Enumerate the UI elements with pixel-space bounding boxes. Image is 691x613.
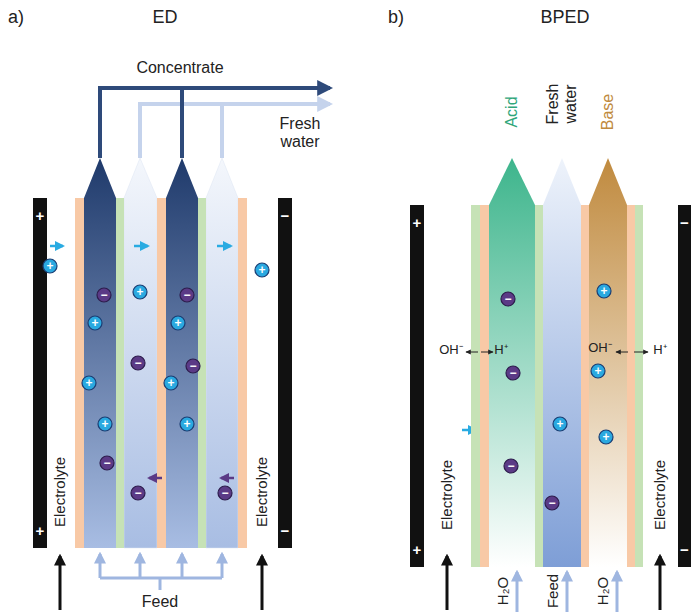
ion-label: H⁺ <box>653 343 666 357</box>
electrode: ++ <box>33 198 47 548</box>
cation: + <box>598 429 614 445</box>
polarity-sign: − <box>680 215 689 230</box>
outlet-label: Fresh water <box>270 115 330 150</box>
product-label: Fresh water <box>544 79 579 129</box>
electrode: ++ <box>410 205 424 567</box>
ion: − <box>96 287 112 303</box>
ion: − <box>544 495 560 511</box>
inlet-label: H₂O <box>595 577 612 605</box>
polarity-sign: − <box>281 523 290 538</box>
charge-sign: + <box>183 418 190 430</box>
panel-title: BPED <box>540 8 589 28</box>
ion-label: OH⁻ <box>439 343 463 357</box>
charge-sign: + <box>91 317 98 329</box>
cation: + <box>42 258 58 274</box>
bped-channels <box>471 158 643 567</box>
charge-sign: − <box>504 293 511 305</box>
charge-sign: − <box>134 357 141 369</box>
ion: − <box>179 287 195 303</box>
charge-sign: + <box>85 377 92 389</box>
compartment-label: Electrolyte <box>439 460 456 530</box>
charge-sign: + <box>556 418 563 430</box>
ion: − <box>99 455 115 471</box>
outlet-label: Concentrate <box>136 59 223 77</box>
cation: + <box>179 416 195 432</box>
panel-letter: a) <box>8 8 24 28</box>
ion: − <box>130 485 146 501</box>
charge-sign: − <box>134 487 141 499</box>
polarity-sign: + <box>36 208 45 223</box>
cation: + <box>596 283 612 299</box>
cation: + <box>132 284 148 300</box>
charge-sign: + <box>594 365 601 377</box>
inlet-label: H₂O <box>495 577 512 605</box>
ion-label: OH⁻ <box>588 341 612 355</box>
inlet-label: Feed <box>545 574 562 608</box>
product-label: Acid <box>503 96 521 127</box>
inlet-label: Feed <box>142 593 178 611</box>
charge-sign: + <box>101 418 108 430</box>
cation: + <box>552 416 568 432</box>
cation: + <box>87 315 103 331</box>
compartment-label: Electrolyte <box>254 457 271 527</box>
cation: + <box>81 375 97 391</box>
charge-sign: + <box>46 260 53 272</box>
panel-title: ED <box>152 8 177 28</box>
charge-sign: − <box>509 367 516 379</box>
polarity-sign: − <box>680 542 689 557</box>
charge-sign: + <box>136 286 143 298</box>
feed-manifold <box>100 554 222 590</box>
charge-sign: − <box>103 457 110 469</box>
polarity-sign: + <box>36 523 45 538</box>
polarity-sign: + <box>413 542 422 557</box>
ed-channels <box>75 158 247 548</box>
ion: − <box>503 458 519 474</box>
cation: + <box>590 363 606 379</box>
ion-label: H⁺ <box>494 343 507 357</box>
ion: − <box>130 355 146 371</box>
ion: − <box>505 365 521 381</box>
water-splitting-arrows <box>466 352 648 353</box>
outlet-pipes <box>100 88 330 158</box>
ion: − <box>185 358 201 374</box>
charge-sign: + <box>602 431 609 443</box>
charge-sign: + <box>167 377 174 389</box>
charge-sign: + <box>258 264 265 276</box>
charge-sign: − <box>548 497 555 509</box>
ion: − <box>217 485 233 501</box>
charge-sign: − <box>189 360 196 372</box>
product-label: Base <box>599 94 617 130</box>
polarity-sign: − <box>281 208 290 223</box>
charge-sign: − <box>183 289 190 301</box>
charge-sign: − <box>507 460 514 472</box>
panel-letter: b) <box>388 8 404 28</box>
charge-sign: − <box>100 289 107 301</box>
charge-sign: + <box>600 285 607 297</box>
polarity-sign: + <box>413 215 422 230</box>
charge-sign: − <box>221 487 228 499</box>
ion: − <box>500 291 516 307</box>
bped-inflow-arrows <box>517 572 617 612</box>
electrode: −− <box>678 205 691 567</box>
compartment-label: Electrolyte <box>652 460 669 530</box>
charge-sign: + <box>174 317 181 329</box>
compartment-label: Electrolyte <box>52 457 69 527</box>
cation: + <box>163 375 179 391</box>
cation: + <box>170 315 186 331</box>
cation: + <box>254 262 270 278</box>
electrode: −− <box>278 198 292 548</box>
cation: + <box>97 416 113 432</box>
